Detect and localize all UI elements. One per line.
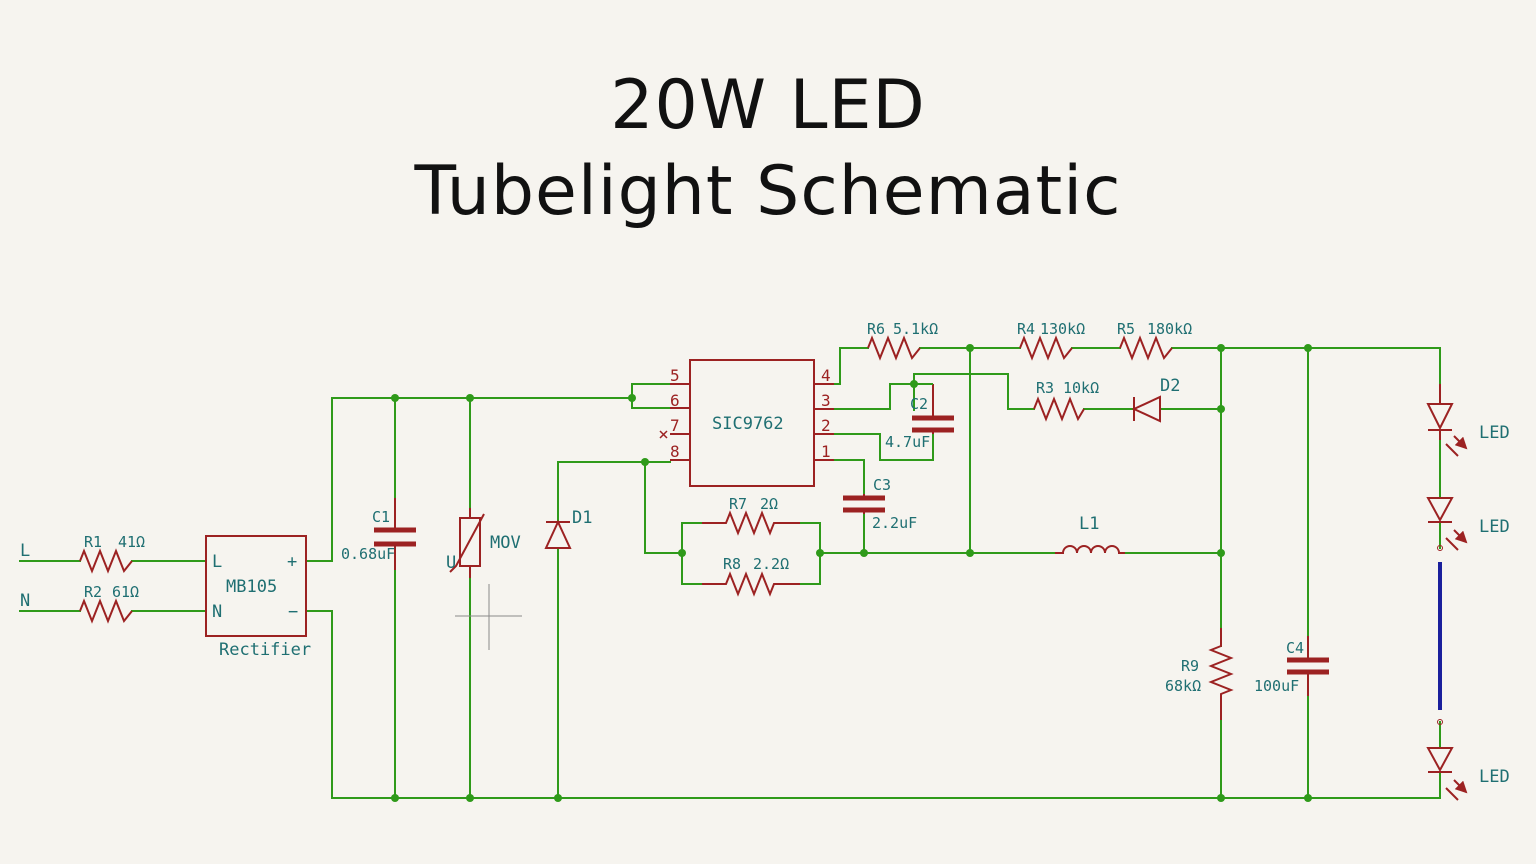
mov-ref: MOV	[490, 533, 521, 553]
rectifier-pin-n: N	[212, 602, 222, 622]
r2-ref: R2	[84, 583, 102, 601]
r8-value: 2.2Ω	[753, 555, 789, 573]
led-1-ref: LED	[1479, 423, 1510, 443]
r6-value: 5.1kΩ	[893, 320, 938, 338]
r8-ref: R8	[723, 555, 741, 573]
mov-mark: U	[446, 553, 456, 573]
r7-value: 2Ω	[760, 495, 778, 513]
resistor-r3: R3 10kΩ	[1033, 379, 1099, 422]
c3-value: 2.2uF	[872, 514, 917, 532]
resistor-r7: R7 2Ω	[702, 495, 800, 536]
junctions	[391, 344, 1312, 802]
r2-value: 61Ω	[112, 583, 139, 601]
l1-ref: L1	[1079, 514, 1099, 534]
inductor-l1: L1	[1055, 514, 1125, 554]
line-input-label: L	[20, 541, 30, 561]
r9-value: 68kΩ	[1165, 677, 1201, 695]
ic-pin-1: 1	[821, 442, 831, 461]
c4-value: 100uF	[1254, 677, 1299, 695]
c2-value: 4.7uF	[885, 433, 930, 451]
neutral-input-label: N	[20, 591, 30, 611]
bridge-rectifier: L N + − MB105 Rectifier	[205, 535, 311, 660]
capacitor-c2: C2 4.7uF	[885, 383, 954, 451]
ic-pin-6: 6	[670, 391, 680, 410]
r5-value: 180kΩ	[1147, 320, 1192, 338]
ic-pin-2: 2	[821, 416, 831, 435]
r3-value: 10kΩ	[1063, 379, 1099, 397]
resistor-r5: R5 180kΩ	[1117, 320, 1192, 361]
no-connect-mark	[659, 430, 668, 439]
c3-ref: C3	[873, 476, 891, 494]
led-3-ref: LED	[1479, 767, 1510, 787]
r4-ref: R4	[1017, 320, 1035, 338]
ic-pin-4: 4	[821, 366, 831, 385]
r9-ref: R9	[1181, 657, 1199, 675]
ic-pin-5: 5	[670, 366, 680, 385]
diode-d1: D1	[544, 508, 592, 549]
capacitor-c4: C4 100uF	[1254, 636, 1329, 696]
r1-ref: R1	[84, 533, 102, 551]
c1-value: 0.68uF	[341, 545, 395, 563]
controller-ic-sic9762: SIC9762 5 6 7 8 4 3 2 1	[659, 359, 834, 487]
ic-pin-3: 3	[821, 391, 831, 410]
rectifier-pin-l: L	[212, 552, 222, 572]
title-line-2: Tubelight Schematic	[414, 152, 1122, 231]
r5-ref: R5	[1117, 320, 1135, 338]
rectifier-pin-minus: −	[288, 602, 298, 622]
rectifier-ref: MB105	[226, 577, 277, 597]
r7-ref: R7	[729, 495, 747, 513]
r1-value: 41Ω	[118, 533, 145, 551]
capacitor-c1: C1 0.68uF	[341, 498, 416, 570]
led-2: LED	[1426, 497, 1510, 550]
led-1: LED	[1426, 384, 1510, 456]
diode-d2: D2	[1131, 376, 1180, 423]
ic-pin-7: 7	[670, 416, 680, 435]
d2-ref: D2	[1160, 376, 1180, 396]
led-3: LED	[1426, 747, 1510, 800]
resistor-r6: R6 5.1kΩ	[867, 320, 938, 361]
rectifier-name: Rectifier	[219, 640, 311, 660]
d1-ref: D1	[572, 508, 592, 528]
title-line-1: 20W LED	[610, 66, 926, 145]
resistor-r9: R9 68kΩ	[1165, 628, 1234, 720]
r6-ref: R6	[867, 320, 885, 338]
capacitor-c3: C3 2.2uF	[843, 476, 917, 532]
ic-pin-8: 8	[670, 442, 680, 461]
crosshair-cursor	[455, 584, 522, 650]
r3-ref: R3	[1036, 379, 1054, 397]
c4-ref: C4	[1286, 639, 1304, 657]
resistor-r4: R4 130kΩ	[1017, 320, 1085, 361]
led-2-ref: LED	[1479, 517, 1510, 537]
ic-ref: SIC9762	[712, 414, 784, 434]
c2-ref: C2	[910, 395, 928, 413]
c1-ref: C1	[372, 508, 390, 526]
resistor-r1: R1 41Ω	[79, 533, 145, 574]
varistor-mov: U MOV	[446, 508, 522, 650]
rectifier-pin-plus: +	[287, 552, 297, 572]
r4-value: 130kΩ	[1040, 320, 1085, 338]
wires	[19, 347, 1441, 799]
resistor-r8: R8 2.2Ω	[702, 555, 800, 597]
resistor-r2: R2 61Ω	[79, 583, 139, 624]
